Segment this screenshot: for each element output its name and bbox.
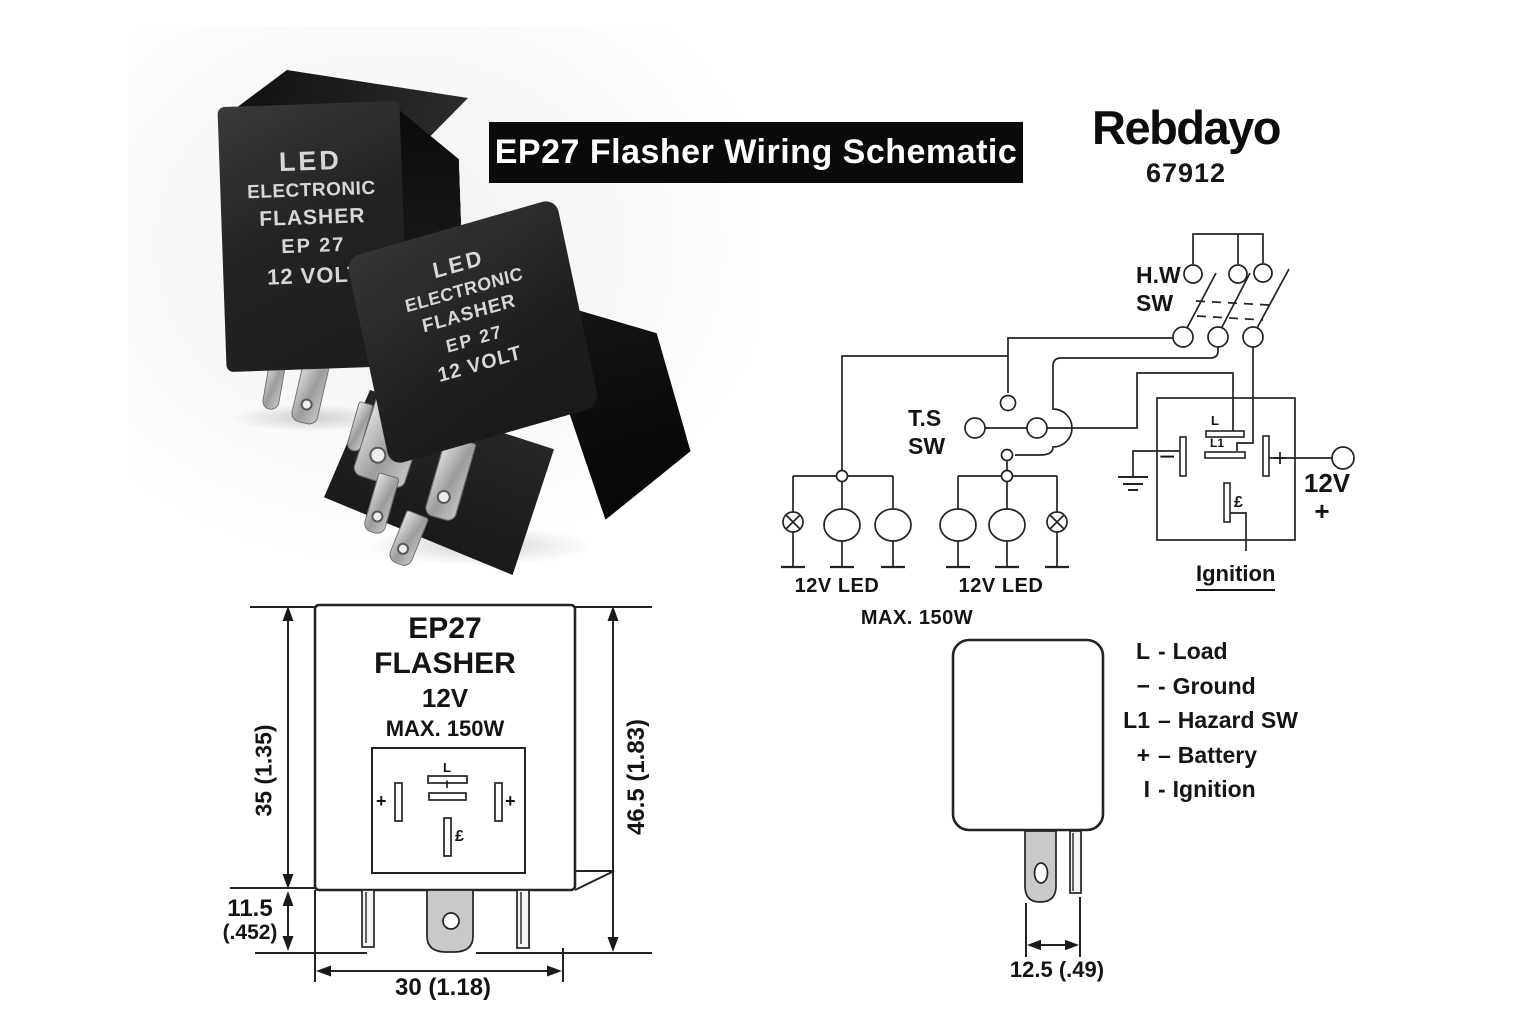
pin-layout-box [371,747,526,874]
lamp-icon [988,508,1026,542]
dim-right-pin-label: + [505,791,516,811]
ignition-label: Ignition [1196,561,1276,591]
dim-title-line-4: MAX. 150W [385,716,505,741]
dim-pin-width: 12.5 (.49) [1009,957,1105,982]
relay-photo-tilted: LED ELECTRONIC FLASHER EP 27 12 VOLT [324,198,720,582]
relay-load-pin-label: L [1211,413,1219,428]
relay-ignition-pin-label: £ [1234,494,1243,511]
dimension-arrowheads [282,606,619,977]
page-title: EP27 Flasher Wiring Schematic [494,133,1018,171]
relay-battery-pin-label: + [1273,445,1288,472]
dim-body-height: 35 (1.35) [250,724,277,817]
left-pin-bar [394,782,403,822]
turn-signal-switch-label-1: T.S [908,405,942,431]
supply-voltage-label: 12V [1303,468,1351,498]
dim-title-line-2: FLASHER [374,647,516,680]
legend-label: Ground [1172,672,1256,699]
legend-row-load: L - Load [1116,638,1298,673]
ignition-pin-bar [1223,482,1231,523]
dim-mid-pin-label: I [445,779,449,791]
lamp-icon [874,508,912,542]
legend-separator: - [1158,638,1166,664]
relay-hazard-pin-label: L1 [1209,436,1224,450]
dimension-lines [230,606,652,982]
turn-signal-switch-symbol [964,394,1048,462]
hazard-switch-label-2: SW [1136,290,1174,316]
ground-icon [1118,476,1148,491]
load-pin-bar [427,775,468,784]
schematic-wires [841,233,1264,470]
junction-dot [835,469,849,483]
ground-pin-bar [1179,436,1187,477]
dim-load-pin-label: L [443,760,451,775]
dim-body-width: 30 (1.18) [394,974,492,1001]
right-pin-bar [494,782,503,822]
hazard-switch-label-1: H.W [1136,262,1181,288]
load-pin-bar [1205,430,1245,438]
legend-row-ground: − - Ground [1116,673,1298,708]
pin-legend: L - Load − - Ground L1 – Hazard SW + – B… [1116,638,1298,811]
pin-width-dim [1025,897,1081,957]
relay-photo-upright: LED ELECTRONIC FLASHER EP 27 12 VOLT [200,58,500,448]
hazard-switch-symbol [1172,263,1290,348]
dim-left-pin-label: + [376,791,387,811]
blade-hole [1033,862,1049,884]
turn-signal-switch-label-2: SW [908,433,946,459]
legend-symbol: I [1143,776,1150,802]
supply-polarity-label: + [1314,496,1330,526]
legend-separator: - [1158,672,1166,699]
brand-logo: Rebdayo 67912 [1068,100,1304,189]
legend-row-battery: + – Battery [1116,742,1298,777]
terminal-blades [361,889,530,953]
max-power-label: MAX. 150W [860,607,974,629]
legend-label: Hazard SW [1177,707,1298,733]
legend-separator: – [1158,741,1171,768]
relay-ground-pin-label: − [1159,441,1176,472]
title-banner: EP27 Flasher Wiring Schematic [489,122,1023,183]
dim-pin-length-in: (.452) [222,921,278,944]
thin-terminal-blade [1069,830,1082,894]
dim-overall-height: 46.5 (1.83) [623,718,650,836]
legend-label: Ignition [1172,776,1256,802]
battery-pin-bar [1262,435,1270,477]
legend-separator: - [1158,776,1166,802]
hazard-pin-bar [1204,451,1246,459]
left-lamps-label: 12V LED [794,575,880,597]
junction-dot [1000,469,1014,483]
legend-row-ignition: I - Ignition [1116,776,1298,811]
dim-pin-length-mm: 11.5 [227,895,273,922]
indicator-lamp-icon [1046,511,1068,533]
brand-name: Rebdayo [1092,101,1282,154]
ground-wire [1132,450,1180,476]
legend-row-hazard: L1 – Hazard SW [1116,707,1298,742]
lamp-icon [939,508,977,542]
lamp-icon [823,508,861,542]
legend-symbol: − [1136,672,1150,699]
ignition-pin-bar [443,817,452,857]
dim-ignition-pin-label: £ [455,828,464,845]
indicator-lamp-icon [782,511,804,533]
legend-symbol: L1 [1123,707,1150,733]
legend-label: Battery [1177,741,1258,768]
led-group-right [939,461,1069,569]
brand-model-number: 67912 [1145,158,1227,189]
led-group-left [781,469,912,569]
relay-body-side [951,638,1105,832]
legend-symbol: L [1135,638,1150,664]
legend-separator: – [1158,707,1171,733]
ignition-wire [1230,512,1247,551]
dim-title-line-1: EP27 [408,612,482,645]
relay-box-schematic [1118,397,1355,551]
right-lamps-label: 12V LED [958,575,1044,597]
pin-side-view [951,638,1105,957]
mid-pin-bar [428,792,467,801]
corner-flap [574,870,615,891]
legend-symbol: + [1136,741,1150,768]
dim-title-line-3: 12V [421,683,469,713]
legend-label: Load [1172,638,1228,664]
supply-terminal [1331,446,1355,470]
dimension-drawing [230,603,652,982]
